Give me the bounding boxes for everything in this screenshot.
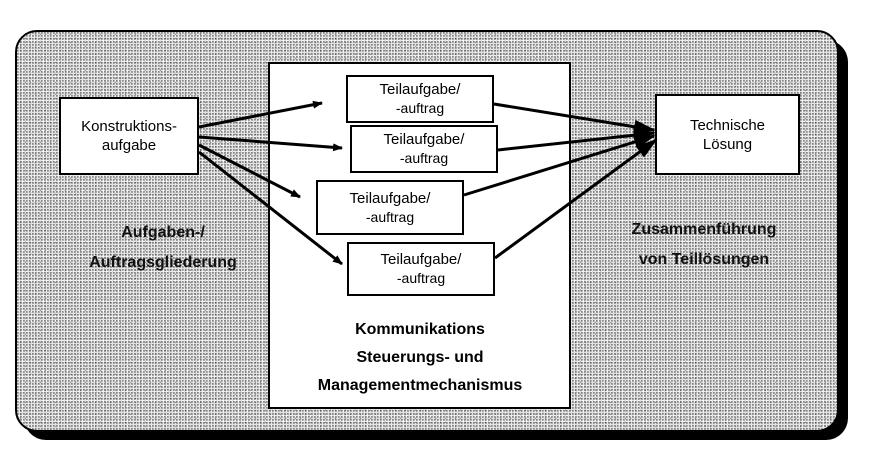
subtask-4-line2: -auftrag [396, 270, 446, 286]
arrow-input-to-subtask-2 [198, 135, 343, 152]
right-label-line2: von Teillösungen [638, 251, 770, 268]
left-label: Aufgaben-/ Auftragsgliederung [58, 218, 268, 278]
subtask-box-3: Teilaufgabe/ -auftrag [316, 180, 464, 235]
subtask-box-2: Teilaufgabe/ -auftrag [350, 125, 498, 173]
right-label-line1: Zusammenführung [631, 221, 777, 238]
center-caption-line1: Kommunikations [355, 321, 485, 338]
subtask-2-line2: -auftrag [399, 150, 449, 166]
input-box-line2: aufgabe [101, 137, 157, 154]
arrow-input-to-subtask-4 [198, 150, 343, 266]
center-caption: Kommunikations Steuerungs- und Managemen… [270, 316, 570, 400]
subtask-2-line1: Teilaufgabe/ [383, 131, 465, 148]
arrow-subtask-2-to-output [497, 128, 656, 152]
subtask-3-line1: Teilaufgabe/ [349, 189, 431, 207]
left-label-line1: Aufgaben-/ [121, 224, 205, 241]
center-caption-line3: Managementmechanismus [317, 377, 523, 394]
subtask-4-line1: Teilaufgabe/ [380, 251, 462, 268]
arrow-input-to-subtask-3 [198, 143, 301, 199]
arrow-subtask-3-to-output [463, 134, 656, 197]
center-caption-line2: Steuerungs- und [356, 349, 484, 366]
subtask-box-1: Teilaufgabe/ -auftrag [346, 75, 494, 123]
subtask-1-line1: Teilaufgabe/ [379, 81, 461, 98]
input-box: Konstruktions- aufgabe [59, 97, 199, 175]
output-box-line1: Technische [689, 116, 766, 134]
arrow-input-to-subtask-1 [198, 100, 323, 129]
input-box-line1: Konstruktions- [81, 118, 177, 135]
subtask-1-line2: -auftrag [395, 100, 445, 116]
arrow-subtask-4-to-output [494, 138, 658, 260]
output-box: Technische Lösung [655, 94, 800, 175]
left-label-line2: Auftragsgliederung [89, 254, 237, 271]
arrow-subtask-1-to-output [493, 102, 656, 134]
output-box-line2: Lösung [702, 135, 753, 153]
right-label: Zusammenführung von Teillösungen [598, 215, 810, 275]
subtask-box-4: Teilaufgabe/ -auftrag [347, 242, 495, 296]
subtask-3-line2: -auftrag [365, 208, 415, 225]
